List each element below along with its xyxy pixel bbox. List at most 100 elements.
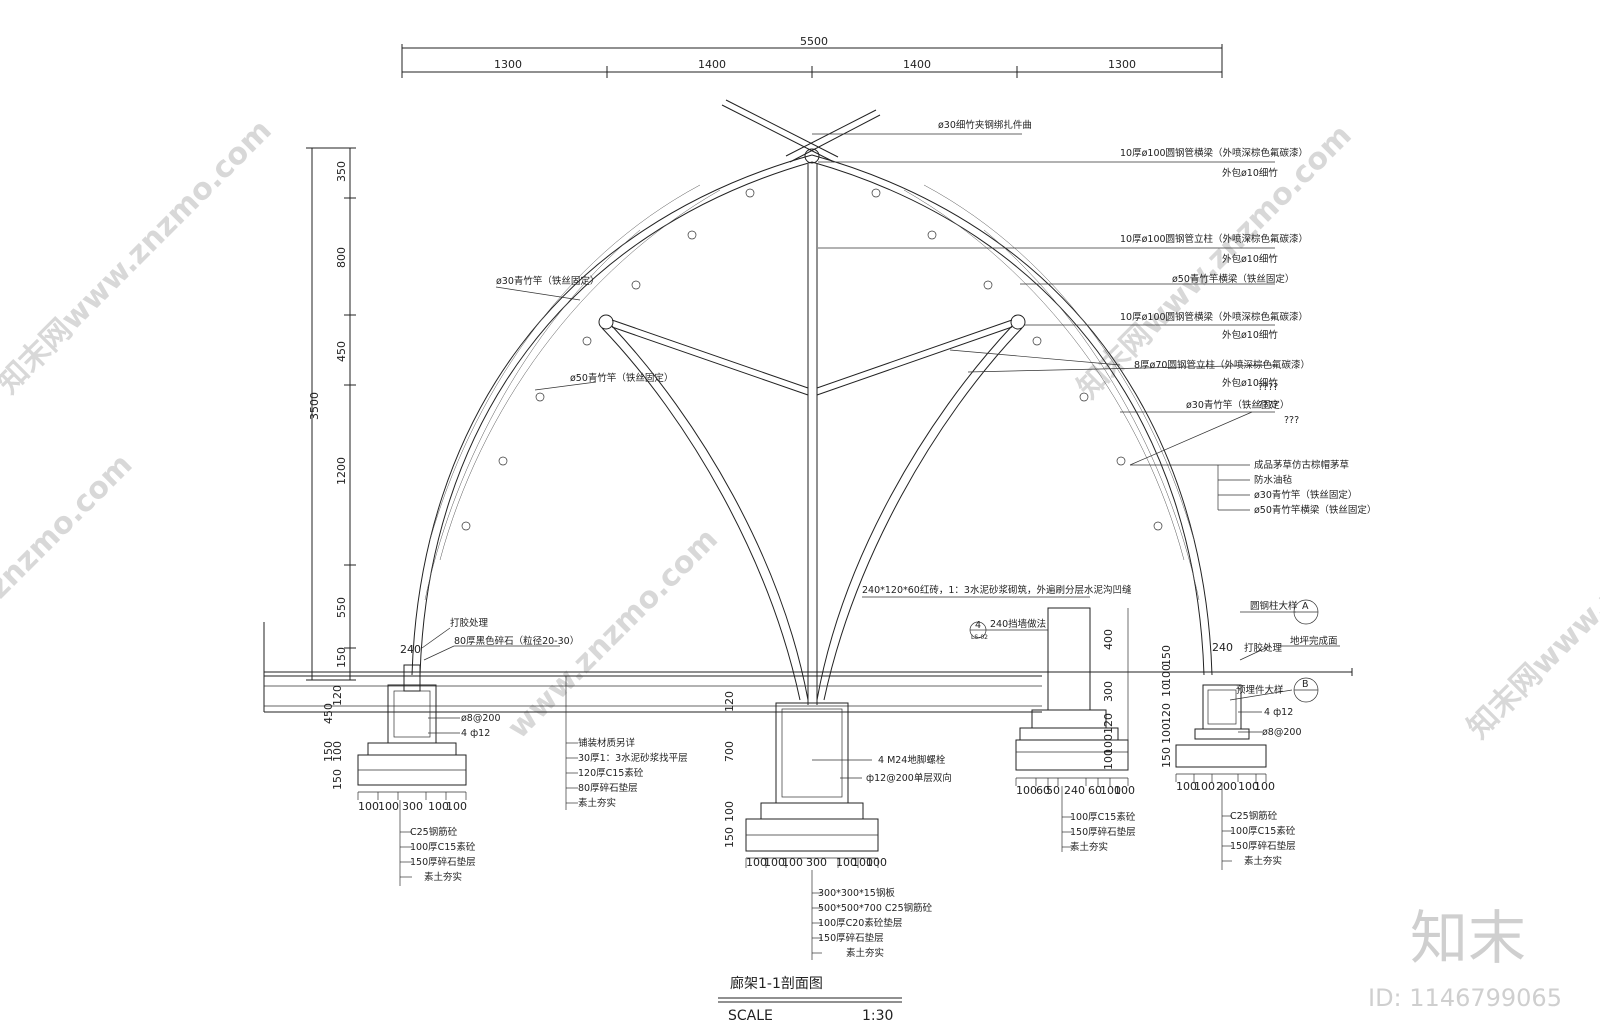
- dim-h-5: 550: [335, 597, 348, 618]
- note-post-sub: 外包ø10细竹: [1222, 253, 1278, 265]
- dim-cf-v2: 700: [723, 741, 736, 762]
- label-bamboo30: ø30青竹竿（铁丝固定）: [496, 275, 599, 287]
- watermark-4: znzmo.com: [0, 447, 139, 606]
- dim-rf-h2: 100: [1194, 780, 1215, 793]
- dim-h-1: 350: [335, 161, 348, 182]
- dim-seg-1: 1300: [494, 58, 522, 71]
- dim-rf-v5: 150: [1160, 747, 1173, 768]
- dim-h-6: 150: [335, 647, 348, 668]
- dim-wall-v2: 300: [1102, 681, 1115, 702]
- label-detail-b: 预埋件大样: [1236, 684, 1284, 696]
- dim-lf-h1: 100: [358, 800, 379, 813]
- dim-lf-h2: 100: [378, 800, 399, 813]
- dim-h-3: 450: [335, 341, 348, 362]
- dim-left-top: 240: [400, 643, 421, 656]
- dim-total-height: 3500: [308, 392, 321, 420]
- note-post-70-sub: 外包ø10细竹: [1222, 377, 1278, 389]
- dim-wall-h1: 100: [1016, 784, 1037, 797]
- wall-notes: 240*120*60红砖，1：3水泥砂浆砌筑，外遍刷分层水泥沟凹缝 4 LS-0…: [862, 584, 1136, 853]
- bamboo-nodes: [461, 188, 1163, 531]
- cf-layer-1: 300*300*15钢板: [818, 887, 895, 899]
- note-bamboo50-beam: ø50青竹竿横梁（铁丝固定）: [1172, 273, 1294, 285]
- central-post: [807, 164, 818, 705]
- dim-cf-v1: 120: [723, 691, 736, 712]
- dim-rf-h1: 100: [1176, 780, 1197, 793]
- dim-lf-v3: 150: [331, 769, 344, 790]
- tag-detail-a: A: [1302, 601, 1309, 612]
- watermark-5: 知末网www.znzmo.com: [1461, 458, 1600, 746]
- rf-layer-4: 素土夯实: [1244, 855, 1282, 867]
- label-paving-left: 80厚黑色碎石（粒径20-30）: [454, 635, 579, 647]
- rf-layer-1: C25钢筋砼: [1230, 810, 1278, 822]
- retaining-wall: [1015, 607, 1129, 786]
- roof-layer-4: ø50青竹竿横梁（铁丝固定）: [1254, 504, 1376, 516]
- dim-rf-v2: 100: [1160, 664, 1173, 685]
- side-struts: [598, 314, 1026, 701]
- pv-layer-4: 80厚碎石垫层: [578, 782, 638, 794]
- pv-layer-1: 铺装材质另详: [578, 737, 636, 749]
- dim-lf-v2: 450: [322, 703, 335, 724]
- dim-seg-2: 1400: [698, 58, 726, 71]
- dim-cf-h3: 100: [782, 856, 803, 869]
- dim-lf-h3: 300: [402, 800, 423, 813]
- top-dimension-chain: 5500 1300 1400 1400 1300: [401, 35, 1223, 78]
- dim-h-4: 1200: [335, 457, 348, 485]
- pv-layer-3: 120厚C15素砼: [578, 767, 644, 779]
- brand-id: ID: 1146799065: [1368, 984, 1562, 1012]
- dim-rf-h3: 200: [1216, 780, 1237, 793]
- dim-lf-v5: 150: [322, 741, 335, 762]
- dim-cf-v3: 150: [723, 827, 736, 848]
- wall-ref-num: 4: [975, 620, 981, 631]
- dim-wall-h4: 240: [1064, 784, 1085, 797]
- dim-total-width: 5500: [800, 35, 828, 48]
- cf-layer-4: 150厚碎石垫层: [818, 932, 884, 944]
- cf-layer-2: 500*500*700 C25钢筋砼: [818, 902, 933, 914]
- scale-value: 1:30: [862, 1008, 893, 1024]
- dim-lf-v4: 100: [331, 741, 344, 762]
- dim-wall-h5: 60: [1088, 784, 1102, 797]
- dim-wall-h3: 50: [1046, 784, 1060, 797]
- right-footing: [1175, 684, 1267, 782]
- label-bamboo50: ø50青竹竿（铁丝固定）: [570, 372, 673, 384]
- dim-rf-v3: 10: [1160, 683, 1173, 697]
- cf-layer-3: 100厚C20素砼垫层: [818, 917, 902, 929]
- dim-rf-v4: 120: [1160, 703, 1173, 724]
- dim-cf-v4: 100: [723, 801, 736, 822]
- wf-layer-3: 素土夯实: [1070, 841, 1108, 853]
- label-rebar1-left: ø8@200: [461, 713, 501, 724]
- dim-h-2: 800: [335, 247, 348, 268]
- label-rebar2-right: ø8@200: [1262, 727, 1302, 738]
- dim-lf-h5: 100: [446, 800, 467, 813]
- label-bolt: 4 M24地脚螺栓: [878, 754, 946, 766]
- wf-layer-1: 100厚C15素砼: [1070, 811, 1136, 823]
- note-beam-2: 10厚ø100圆钢管横梁（外喷深棕色氟碳漆）: [1120, 311, 1308, 323]
- dim-wall-h7: 100: [1114, 784, 1135, 797]
- roof-arches: [411, 154, 1213, 676]
- right-footing-notes: 240 打胶处理 圆钢柱大样 A 地坪完成面 预埋件大样 B 4 ф12 ø8@…: [1160, 599, 1340, 870]
- brand-block: 知末 ID: 1146799065: [1368, 904, 1562, 1012]
- dim-cf-h7: 100: [866, 856, 887, 869]
- dim-cf-h2: 100: [764, 856, 785, 869]
- dim-lf-v1: 120: [331, 685, 344, 706]
- left-annotations: ø30青竹竿（铁丝固定） ø50青竹竿（铁丝固定） 打胶处理 80厚黑色碎石（粒…: [400, 275, 673, 739]
- center-footing: [745, 702, 879, 868]
- right-leaders: [812, 133, 1276, 511]
- dim-cf-h5: 100: [836, 856, 857, 869]
- pv-layer-5: 素土夯实: [578, 797, 616, 809]
- wf-layer-2: 150厚碎石垫层: [1070, 826, 1136, 838]
- top-crossing: [721, 99, 881, 164]
- lf-layer-2: 100厚C15素砼: [410, 841, 476, 853]
- label-brick: 240*120*60红砖，1：3水泥砂浆砌筑，外遍刷分层水泥沟凹缝: [862, 584, 1132, 596]
- note-beam-2-sub: 外包ø10细竹: [1222, 329, 1278, 341]
- right-annotations: ø30细竹夹钢绑扎件曲 10厚ø100圆钢管横梁（外喷深棕色氟碳漆） 外包ø10…: [938, 119, 1376, 516]
- dim-lf-h4: 100: [428, 800, 449, 813]
- dim-rf-v1: 150: [1160, 645, 1173, 666]
- label-finish-left: 打胶处理: [450, 617, 489, 629]
- note-top-bamboo: ø30细竹夹钢绑扎件曲: [938, 119, 1032, 131]
- left-dimension-chain: 3500 350 800 450 1200 550 150: [306, 147, 356, 681]
- dim-rf-h5: 100: [1254, 780, 1275, 793]
- left-footing-layers: C25钢筋砼 100厚C15素砼 150厚碎石垫层 素土夯实: [399, 800, 476, 886]
- note-beam-1: 10厚ø100圆钢管横梁（外喷深棕色氟碳漆）: [1120, 147, 1308, 159]
- dim-rf-h4: 100: [1238, 780, 1259, 793]
